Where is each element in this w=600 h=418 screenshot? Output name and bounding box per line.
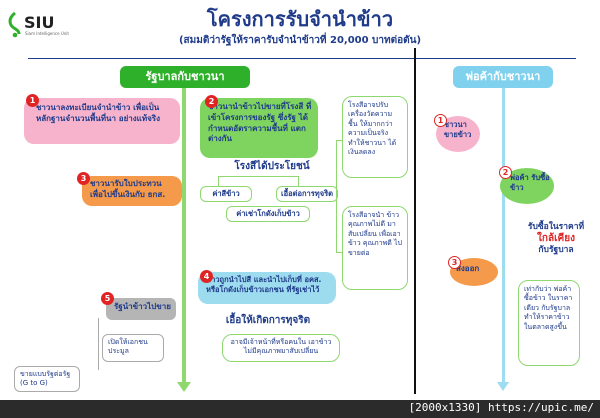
right-flow-arrowhead-icon <box>497 382 509 391</box>
step1-text: ชาวนาลงทะเบียนจำนำข้าว เพื่อเป็นหลักฐานจ… <box>36 103 160 123</box>
step4-box: ข้าวถูกนำไปสี และนำไปเก็บที่ อคส. หรือโก… <box>198 272 336 304</box>
open-auction-box: เปิดให้เอกชน ประมูล <box>102 334 164 362</box>
step3-number: 3 <box>77 172 90 185</box>
fee-storage-text: ค่าเช่าโกดังเก็บข้าว <box>236 209 300 218</box>
page-subtitle: (สมมติว่ารัฐให้ราคารับจำนำข้าวที่ 20,000… <box>178 35 422 46</box>
step1-box: ชาวนาลงทะเบียนจำนำข้าว เพื่อเป็นหลักฐานจ… <box>24 98 180 144</box>
siu-logo: SIU Siam Intelligence Unit <box>8 10 78 40</box>
corruption-link-box: เอื้อต่อการทุจริต <box>276 186 338 202</box>
step3-box: ชาวนารับใบประทวน เพื่อไปขึ้นเงินกับ ธกส. <box>82 176 182 206</box>
buy-emphasis: ใกล้เคียง <box>537 232 575 244</box>
step3-text: ชาวนารับใบประทวน เพื่อไปขึ้นเงินกับ ธกส. <box>90 179 166 199</box>
benefit-connector-right <box>298 176 299 186</box>
benefit-connector-left <box>218 176 219 186</box>
logo-text: SIU <box>24 13 55 32</box>
benefit-connector-horizontal <box>218 176 298 177</box>
right-flow-line <box>502 88 505 384</box>
watermark-text: [2000x1330] https://upic.me/ <box>408 401 594 414</box>
mill-note-2-text: โรงสีอาจนำ ข้าวคุณภาพไม่ดี มาสับเปลี่ยน … <box>348 211 402 257</box>
step5-text: รัฐนำข้าวไปขาย <box>114 302 171 311</box>
right-heading: พ่อค้ากับชาวนา <box>453 66 553 88</box>
siu-logo-icon <box>8 12 21 38</box>
right-step3-text: ส่งออก <box>456 264 480 273</box>
header-divider <box>28 58 576 59</box>
page-title: โครงการรับจำนำข้าว <box>206 7 394 31</box>
right-step1-number: 1 <box>434 114 447 127</box>
step4-number: 4 <box>200 270 213 283</box>
step1-number: 1 <box>26 94 39 107</box>
right-step3-number: 3 <box>448 256 461 269</box>
corruption-link-text: เอื้อต่อการทุจริต <box>281 189 333 198</box>
watermark-bar: [2000x1330] https://upic.me/ <box>0 400 600 418</box>
logo-subtext: Siam Intelligence Unit <box>25 31 69 36</box>
g2g-text: ขายแบบรัฐต่อรัฐ (G to G) <box>20 370 71 388</box>
step5-box: รัฐนำข้าวไปขาย <box>106 298 176 320</box>
left-heading: รัฐบาลกับชาวนา <box>120 66 250 88</box>
buy-price-text: รับซื้อในราคาที่ ใกล้เคียง กับรัฐบาล <box>516 222 596 256</box>
open-auction-text: เปิดให้เอกชน ประมูล <box>108 338 148 356</box>
mill-note-1-text: โรงสีอาจปรับ เครื่องวัดความ ชื้น ให้มากก… <box>348 101 397 157</box>
mill-note-2: โรงสีอาจนำ ข้าวคุณภาพไม่ดี มาสับเปลี่ยน … <box>342 206 408 290</box>
mill-bracket-top <box>336 140 342 141</box>
trader-note-text: เท่ากับว่า พ่อค้าซื้อข้าว ในราคาเดียว กั… <box>524 285 573 331</box>
step4-text: ข้าวถูกนำไปสี และนำไปเก็บที่ อคส. หรือโก… <box>206 275 322 295</box>
left-flow-arrowhead-icon <box>177 382 191 392</box>
right-step1-text: ชาวนา ขายข้าว <box>444 120 472 140</box>
buy-line-1: รับซื้อในราคาที่ <box>527 222 585 232</box>
g2g-box: ขายแบบรัฐต่อรัฐ (G to G) <box>14 366 80 392</box>
buy-line-3: กับรัฐบาล <box>538 245 574 256</box>
step2-text: ชาวนานำข้าวไปขายที่โรงสี ที่เข้าโครงการข… <box>208 102 312 144</box>
benefit-heading: โรงสีได้ประโยชน์ <box>234 161 310 172</box>
infographic-canvas: SIU Siam Intelligence Unit โครงการรับจำน… <box>0 0 600 400</box>
mill-bracket-vertical <box>336 140 337 252</box>
corruption-note: อาจมีเจ้าหน้าที่หรือคนใน เอาข้าวไม่มีคุณ… <box>222 334 340 362</box>
corruption-heading: เอื้อให้เกิดการทุจริต <box>225 315 311 326</box>
step2-box: ชาวนานำข้าวไปขายที่โรงสี ที่เข้าโครงการข… <box>200 98 318 158</box>
trader-note: เท่ากับว่า พ่อค้าซื้อข้าว ในราคาเดียว กั… <box>518 280 580 366</box>
left-flow-line <box>182 88 186 384</box>
step5-number: 5 <box>101 292 114 305</box>
column-divider <box>414 48 416 394</box>
right-step2-text: พ่อค้า รับซื้อข้าว <box>510 173 550 193</box>
step2-number: 2 <box>205 95 218 108</box>
right-step2-number: 2 <box>499 166 512 179</box>
corruption-note-text: อาจมีเจ้าหน้าที่หรือคนใน เอาข้าวไม่มีคุณ… <box>230 338 332 356</box>
fee-mill-text: ค่าสีข้าว <box>212 189 240 198</box>
fee-storage-box: ค่าเช่าโกดังเก็บข้าว <box>226 206 310 222</box>
fee-mill-box: ค่าสีข้าว <box>200 186 252 202</box>
step5-bracket-vertical <box>98 318 99 370</box>
mill-note-1: โรงสีอาจปรับ เครื่องวัดความ ชื้น ให้มากก… <box>342 96 408 178</box>
mill-bracket-bottom <box>336 252 342 253</box>
